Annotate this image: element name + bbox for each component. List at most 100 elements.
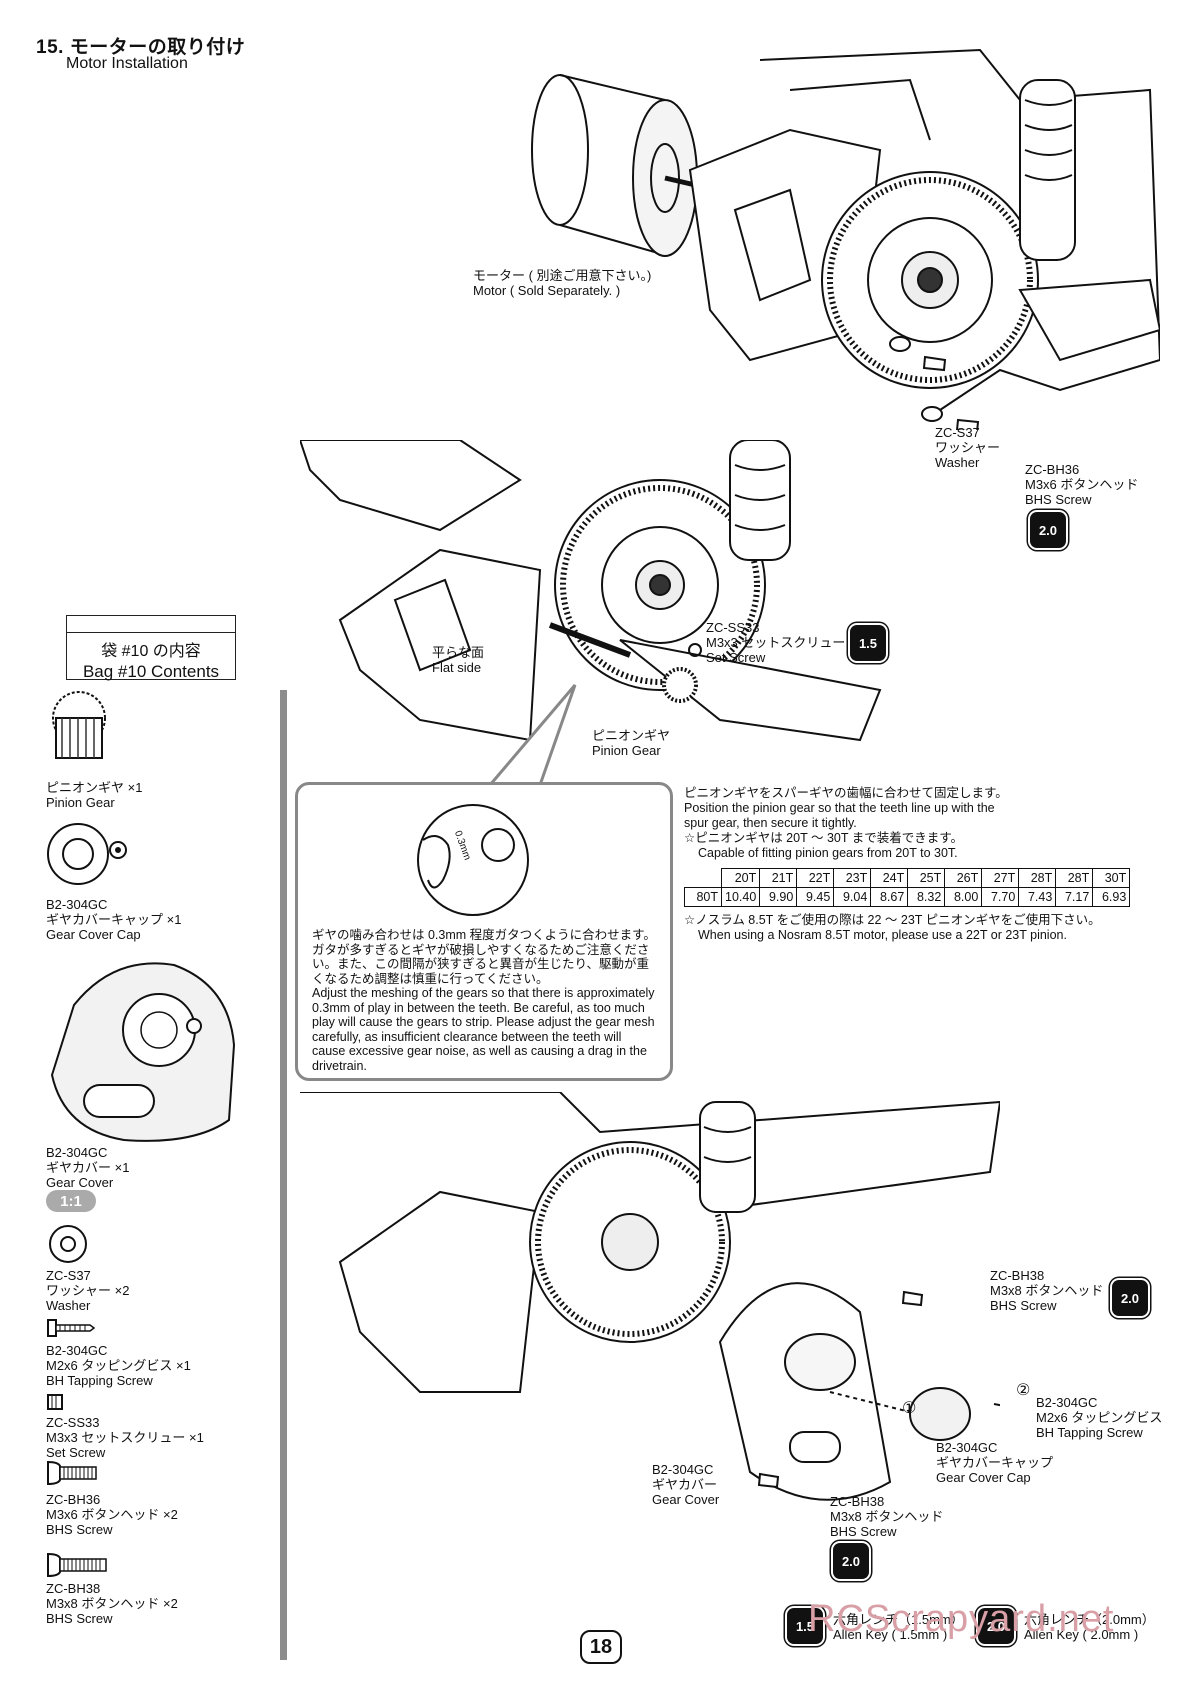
step3-bh38b-label: ZC-BH38 M3x8 ボタンヘッド BHS Screw	[830, 1494, 943, 1539]
set-screw-label: ZC-SS33 M3x3 セットスクリュー Set Screw	[706, 620, 845, 665]
wrench-size-badge: 2.0	[1112, 1280, 1148, 1316]
part-bhs-m3x6-en: BHS Screw	[46, 1522, 113, 1537]
gear-ratio-table: 20T 21T 22T 23T 24T 25T 26T 27T 28T 28T …	[684, 868, 1131, 907]
step3-cap-jp: ギヤカバーキャップ	[936, 1455, 1054, 1470]
set-screw-icon	[47, 1394, 63, 1410]
scale-badge: 1:1	[46, 1190, 96, 1212]
table-cell: 8.67	[870, 887, 909, 907]
part-pinion-en: Pinion Gear	[46, 795, 115, 810]
part-bhs-m3x6-code: ZC-BH36	[46, 1492, 101, 1507]
step1-screw-jp: M3x6 ボタンヘッド	[1025, 477, 1139, 492]
pinion-instructions: ピニオンギヤをスパーギヤの歯幅に合わせて固定します。 Position the …	[684, 786, 1008, 861]
gear-mesh-detail-icon	[417, 804, 529, 916]
motor-assembly-illustration	[531, 48, 1160, 430]
info-en1a: Position the pinion gear so that the tee…	[684, 801, 995, 815]
part-tapping-screw-en: BH Tapping Screw	[46, 1373, 153, 1388]
table-cell: 23T	[833, 868, 872, 888]
set-screw-code: ZC-SS33	[706, 620, 760, 635]
gear-cover-cap-icon	[47, 823, 127, 885]
flat-side-en: Flat side	[432, 660, 482, 675]
part-gear-cover: B2-304GC ギヤカバー ×1 Gear Cover	[46, 1145, 129, 1190]
step3-bh38b-jp: M3x8 ボタンヘッド	[830, 1509, 944, 1524]
pinion-gear-en: Pinion Gear	[592, 743, 661, 758]
table-cell-empty	[684, 868, 722, 888]
step3-cover-en: Gear Cover	[652, 1492, 720, 1507]
part-tapping-screw: B2-304GC M2x6 タッピングビス ×1 BH Tapping Scre…	[46, 1343, 191, 1388]
table-cell: 28T	[1055, 868, 1094, 888]
page-number: 18	[580, 1630, 622, 1664]
table-cell: 9.90	[759, 887, 798, 907]
step3-tapping-en: BH Tapping Screw	[1036, 1425, 1143, 1440]
step3-cap-label: B2-304GC ギヤカバーキャップ Gear Cover Cap	[936, 1440, 1053, 1485]
table-cell: 7.70	[981, 887, 1020, 907]
part-gear-cover-jp: ギヤカバー ×1	[46, 1160, 130, 1175]
step-marker-2: ②	[1016, 1382, 1031, 1399]
part-set-screw: ZC-SS33 M3x3 セットスクリュー ×1 Set Screw	[46, 1415, 204, 1460]
callout-text-en: Adjust the meshing of the gears so that …	[312, 986, 655, 1073]
tapping-screw-icon	[47, 1319, 96, 1337]
step3-bh38-label: ZC-BH38 M3x8 ボタンヘッド BHS Screw	[990, 1268, 1103, 1313]
column-divider	[280, 690, 287, 1660]
set-screw-jp: M3x3 セットスクリュー	[706, 635, 846, 650]
step3-cap-code: B2-304GC	[936, 1440, 998, 1455]
wrench-size-badge: 1.5	[850, 625, 886, 661]
part-set-screw-en: Set Screw	[46, 1445, 106, 1460]
step1-screw-en: BHS Screw	[1025, 492, 1092, 507]
table-row: 80T 10.40 9.90 9.45 9.04 8.67 8.32 8.00 …	[684, 887, 1131, 907]
table-cell: 24T	[870, 868, 909, 888]
set-screw-en: Set Screw	[706, 650, 766, 665]
table-cell: 8.32	[907, 887, 946, 907]
flat-side-label: 平らな面 Flat side	[432, 645, 484, 675]
step3-bh38b-code: ZC-BH38	[830, 1494, 885, 1509]
info-en2: Capable of fitting pinion gears from 20T…	[698, 846, 958, 860]
table-row: 20T 21T 22T 23T 24T 25T 26T 27T 28T 28T …	[684, 868, 1131, 888]
part-washer: ZC-S37 ワッシャー ×2 Washer	[46, 1268, 129, 1313]
pinion-gear-label: ピニオンギヤ Pinion Gear	[592, 728, 670, 758]
info-jp3: ☆ノスラム 8.5T をご使用の際は 22 ～ 23T ピニオンギヤをご使用下さ…	[684, 913, 1101, 927]
allen-key-1-5-icon: 1.5	[787, 1608, 823, 1644]
nosram-note: ☆ノスラム 8.5T をご使用の際は 22 ～ 23T ピニオンギヤをご使用下さ…	[684, 913, 1101, 943]
part-bhs-m3x6-jp: M3x6 ボタンヘッド ×2	[46, 1507, 178, 1522]
motor-label-jp: モーター ( 別途ご用意下さい。)	[473, 268, 652, 283]
table-cell: 8.00	[944, 887, 983, 907]
step3-cover-label: B2-304GC ギヤカバー Gear Cover	[652, 1462, 719, 1507]
washer-icon	[49, 1225, 87, 1263]
table-cell: 27T	[981, 868, 1020, 888]
pinion-assembly-illustration	[300, 440, 882, 742]
part-gear-cover-en: Gear Cover	[46, 1175, 114, 1190]
motor-label-en: Motor ( Sold Separately. )	[473, 283, 621, 298]
bag-contents-box: 袋 #10 の内容 Bag #10 Contents	[66, 615, 236, 681]
part-bhs-m3x8-code: ZC-BH38	[46, 1581, 101, 1596]
table-cell: 7.43	[1018, 887, 1057, 907]
part-gear-cover-cap-jp: ギヤカバーキャップ ×1	[46, 912, 182, 927]
part-bhs-m3x8: ZC-BH38 M3x8 ボタンヘッド ×2 BHS Screw	[46, 1581, 178, 1626]
tool-allen-2-0: 六角レンチ（2.0mm） Allen Key ( 2.0mm )	[1024, 1612, 1155, 1642]
bhs-screw-m3x6-icon	[47, 1460, 97, 1486]
part-tapping-screw-jp: M2x6 タッピングビス ×1	[46, 1358, 191, 1373]
table-cell: 22T	[796, 868, 835, 888]
tool-allen-1-5: 六角レンチ（1.5mm） Allen Key ( 1.5mm )	[833, 1612, 964, 1642]
bhs-screw-m3x8-icon	[47, 1552, 107, 1578]
wrench-size-badge: 2.0	[833, 1543, 869, 1579]
info-jp1: ピニオンギヤをスパーギヤの歯幅に合わせて固定します。	[684, 786, 1008, 800]
tool-allen-2-0-jp: 六角レンチ（2.0mm）	[1024, 1612, 1155, 1627]
tool-allen-2-0-en: Allen Key ( 2.0mm )	[1024, 1627, 1139, 1642]
pinion-gear-icon	[52, 691, 106, 759]
info-jp2: ☆ピニオンギヤは 20T ～ 30T まで装着できます。	[684, 831, 963, 845]
step3-bh38b-en: BHS Screw	[830, 1524, 897, 1539]
bag-header-bar	[67, 616, 235, 633]
table-cell: 30T	[1092, 868, 1131, 888]
step3-cover-jp: ギヤカバー	[652, 1477, 718, 1492]
part-set-screw-jp: M3x3 セットスクリュー ×1	[46, 1430, 204, 1445]
step3-bh38-code: ZC-BH38	[990, 1268, 1045, 1283]
table-cell: 6.93	[1092, 887, 1131, 907]
page-title: 15. モーターの取り付け	[36, 37, 246, 58]
gear-cover-illustration	[300, 1092, 1000, 1501]
table-cell: 21T	[759, 868, 798, 888]
tool-allen-1-5-en: Allen Key ( 1.5mm )	[833, 1627, 948, 1642]
step3-bh38-en: BHS Screw	[990, 1298, 1057, 1313]
gear-cover-icon	[50, 962, 236, 1142]
step3-tapping-label: B2-304GC M2x6 タッピングビス BH Tapping Screw	[1036, 1395, 1162, 1440]
page-subtitle: Motor Installation	[66, 55, 188, 72]
wrench-size-badge: 2.0	[1030, 512, 1066, 548]
